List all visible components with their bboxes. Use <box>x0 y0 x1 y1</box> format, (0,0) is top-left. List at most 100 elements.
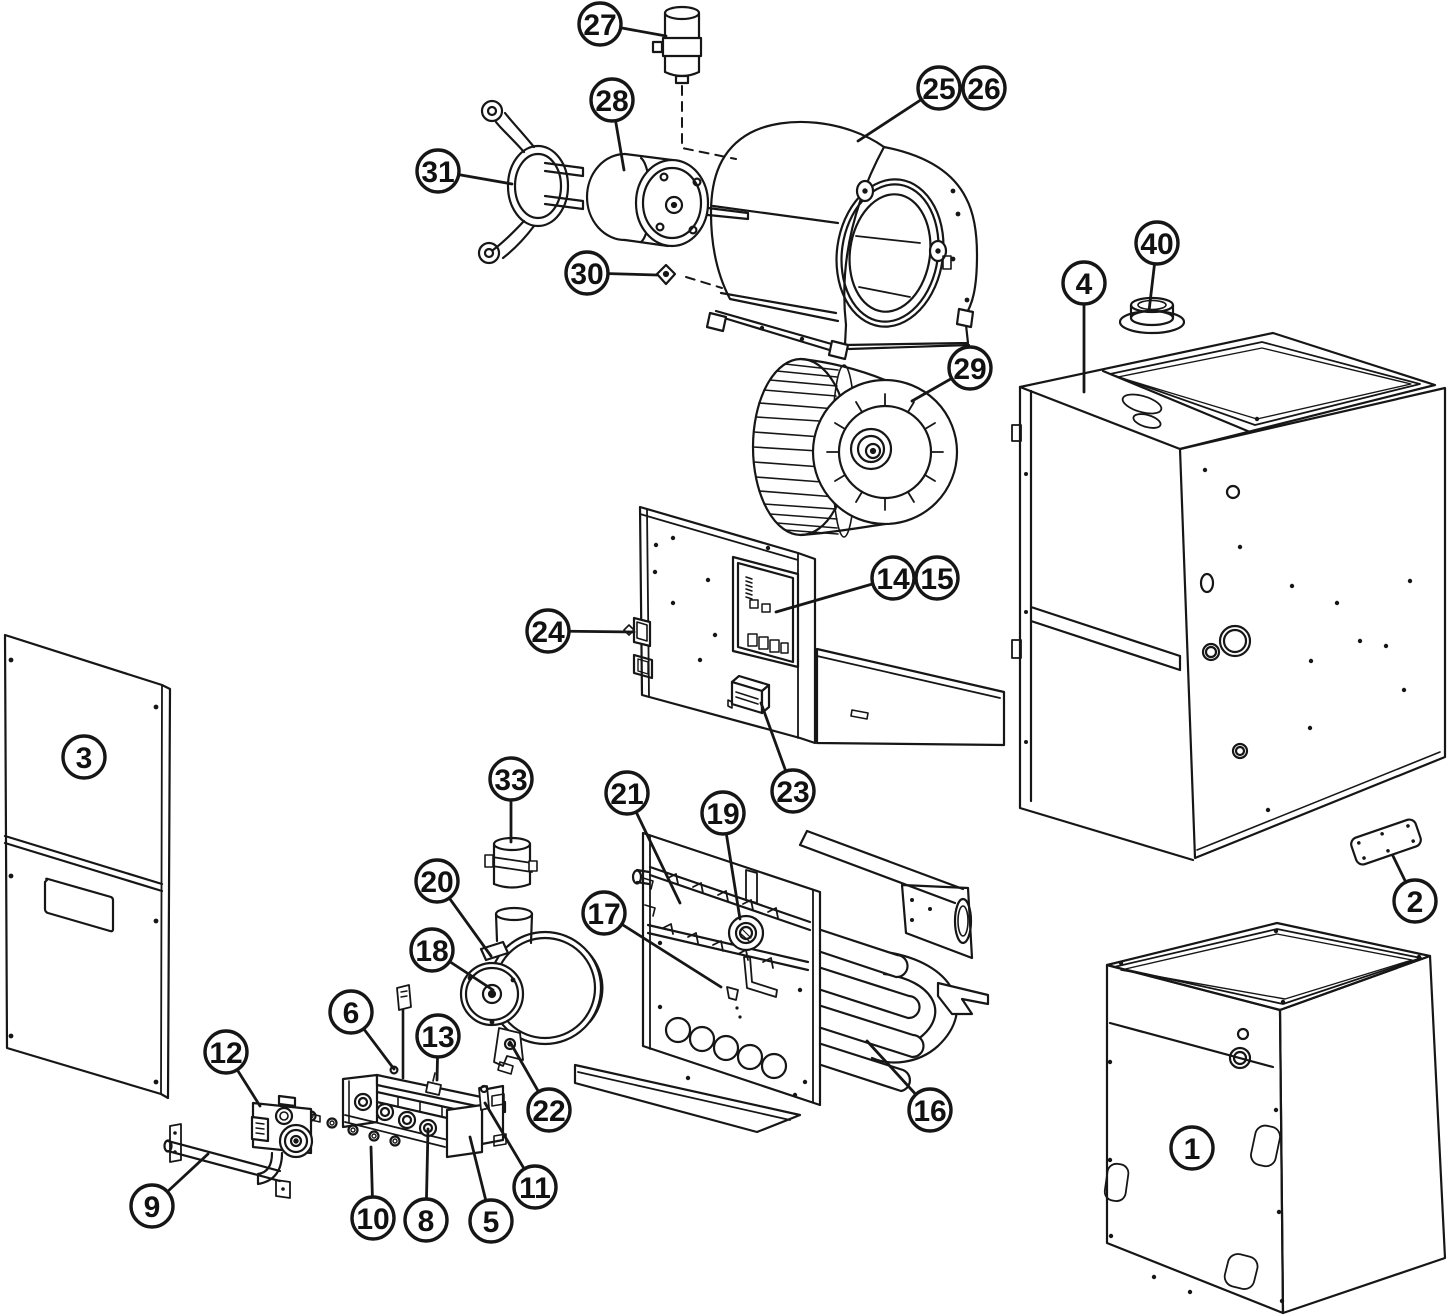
blower-wheel <box>751 357 959 538</box>
door-panel <box>3 633 172 1100</box>
callout-number: 21 <box>610 778 643 811</box>
callout-number: 8 <box>418 1205 435 1238</box>
callout-number: 2 <box>1407 886 1424 919</box>
callout-number: 31 <box>421 156 454 189</box>
blower-deck-assembly <box>623 505 1006 747</box>
callout-11-igniter-bracket: 11 <box>512 1164 558 1210</box>
callout-number: 14 <box>876 563 910 596</box>
inducer-gasket <box>479 940 510 962</box>
callout-12-gas-valve: 12 <box>203 1029 249 1075</box>
manifold-rail <box>375 1073 507 1114</box>
callout-number: 12 <box>209 1037 242 1070</box>
callout-number: 3 <box>76 742 93 775</box>
callout-16-heat-exchanger: 16 <box>907 1087 953 1133</box>
callout-number: 11 <box>519 1172 551 1205</box>
callout-number: 40 <box>1140 228 1173 261</box>
callout-number: 15 <box>920 563 953 596</box>
callout-number: 17 <box>587 898 620 931</box>
lower-cabinet <box>1103 921 1447 1315</box>
callout-number: 13 <box>421 1021 454 1054</box>
blower-motor <box>585 152 750 248</box>
run-capacitor <box>651 5 703 85</box>
callout-17-pressure-tap-grommet: 17 <box>581 890 627 936</box>
callout-number: 30 <box>570 258 603 291</box>
motor-mount-band <box>477 99 585 265</box>
callout-number: 24 <box>531 616 565 649</box>
callout-29-blower-wheel: 29 <box>947 345 993 391</box>
callout-24-door-switch: 24 <box>525 608 571 654</box>
control-board-details <box>745 576 789 654</box>
callout-14-control-board: 14 <box>870 555 916 601</box>
callout-number: 19 <box>706 798 739 831</box>
burner-sight-holes <box>664 1016 788 1080</box>
callout-2-cover-plate: 2 <box>1392 878 1438 924</box>
callout-30-motor-mount-screw: 30 <box>564 250 610 296</box>
callout-number: 23 <box>776 776 809 809</box>
callout-13-flame-sensor: 13 <box>415 1013 461 1059</box>
pressure-tap-grommet <box>726 986 742 1019</box>
deck-screw-dots <box>652 535 771 663</box>
vent-coupling <box>484 836 538 889</box>
control-board <box>736 561 795 664</box>
callout-6-burner-box-screw: 6 <box>328 989 374 1035</box>
callout-21-cell-inlet-panel: 21 <box>604 770 650 816</box>
callout-9-gas-supply-pipe: 9 <box>129 1183 175 1229</box>
assembly-dashed-lines <box>681 85 737 289</box>
callout-40-vent-collar: 40 <box>1134 220 1180 266</box>
cover-plate <box>1350 818 1422 866</box>
callout-5-burner-box-end-plate: 5 <box>468 1198 514 1244</box>
callout-number: 9 <box>144 1191 161 1224</box>
wheel-vanes <box>826 393 944 511</box>
cabinet-screw-dots <box>1202 416 1413 813</box>
callout-number: 5 <box>483 1206 500 1239</box>
motor-mount-screw <box>655 263 677 286</box>
callout-8-burner: 8 <box>403 1197 449 1243</box>
callout-number: 6 <box>343 997 360 1030</box>
callout-15-control-board-fuse: 15 <box>914 555 960 601</box>
callout-1-lower-cabinet: 1 <box>1169 1125 1215 1171</box>
callout-number: 33 <box>494 764 527 797</box>
heat-exchanger-tubes <box>813 926 958 1093</box>
callout-number: 20 <box>420 866 453 899</box>
callout-27-run-capacitor: 27 <box>577 1 623 47</box>
callout-number: 4 <box>1076 268 1093 301</box>
callout-31-motor-mount-band: 31 <box>415 148 461 194</box>
callout-number: 25 <box>922 73 955 106</box>
upper-cabinet <box>1011 331 1447 862</box>
callout-number: 29 <box>953 353 986 386</box>
cell-inlet-panel <box>642 865 812 998</box>
blower-housing <box>705 120 979 361</box>
igniter <box>389 984 412 1080</box>
flame-sensor <box>425 1072 442 1096</box>
flue-collar <box>727 914 765 952</box>
callout-number: 27 <box>583 9 616 42</box>
transformer <box>727 674 771 715</box>
callout-leader-17 <box>602 911 723 989</box>
lower-cabinet-screw-dots <box>1107 928 1422 1304</box>
callout-number: 16 <box>913 1095 946 1128</box>
callout-number: 28 <box>595 85 628 118</box>
callout-22-inducer-bracket: 22 <box>526 1087 572 1133</box>
burner-assembly <box>305 984 507 1159</box>
callout-28-blower-motor: 28 <box>589 77 635 123</box>
panel-screw-dots <box>657 940 808 1098</box>
burner-box-end-plate <box>445 1103 484 1159</box>
inducer-bracket <box>493 1027 524 1075</box>
callout-10-burner-orifice: 10 <box>350 1195 396 1241</box>
vent-collar <box>1118 296 1186 335</box>
callout-18-inducer-motor: 18 <box>409 927 455 973</box>
bottom-tray <box>573 1063 802 1134</box>
gas-supply-pipe <box>163 1123 282 1183</box>
inducer-outlet-pipe <box>494 906 534 945</box>
callout-26-blower-housing-cutoff: 26 <box>961 65 1007 111</box>
callout-number: 18 <box>415 935 448 968</box>
callout-33-vent-coupling: 33 <box>488 756 534 802</box>
callout-19-flue-collar: 19 <box>700 790 746 836</box>
callout-number: 1 <box>1184 1133 1201 1166</box>
callout-25-blower-housing: 25 <box>916 65 962 111</box>
callout-23-transformer: 23 <box>770 768 816 814</box>
callout-4-upper-cabinet: 4 <box>1061 260 1107 306</box>
